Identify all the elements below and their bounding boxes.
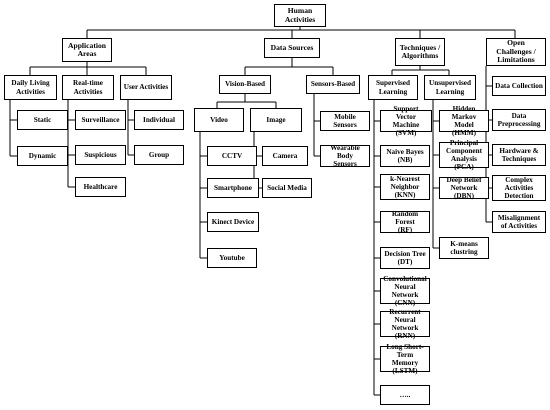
supervised-item: Long Short- Term Memory (LSTM) (380, 343, 430, 375)
sensors-item: Wearable Body Sensors (320, 144, 370, 168)
challenge-item: Data Collection (492, 76, 546, 96)
challenges-node: Open Challenges / Limitations (486, 38, 546, 66)
supervised-item: Decision Tree (DT) (380, 247, 430, 269)
supervised-item: Naive Bayes (NB) (380, 145, 430, 167)
sensors-item: Mobile Sensors (320, 111, 370, 131)
unsupervised-item: K-means clustring (439, 237, 489, 259)
user-activities-node: User Activities (120, 75, 172, 100)
supervised-item: Convolutional Neural Network (CNN) (380, 275, 430, 307)
supervised-item: k-Nearest Neighbor (KNN) (380, 174, 430, 200)
video-item: Kinect Device (207, 212, 259, 232)
video-item: Youtube (207, 248, 257, 268)
daily-living-node: Daily Living Activities (4, 75, 57, 100)
realtime-item: Healthcare (75, 177, 126, 197)
sensors-based-node: Sensors-Based (306, 75, 360, 94)
challenge-item: Misalignment of Activities (492, 211, 546, 233)
vision-based-node: Vision-Based (219, 75, 271, 94)
techniques-node: Techniques / Algorithms (395, 38, 445, 66)
unsupervised-item: Deep Belief Network (DBN) (439, 176, 489, 200)
daily-living-item: Dynamic (17, 146, 68, 166)
video-item: CCTV (207, 146, 257, 166)
supervised-item: Recurrent Neural Network (RNN) (380, 308, 430, 340)
realtime-item: Suspicious (75, 145, 126, 165)
root-node: Human Activities (274, 4, 326, 27)
video-node: Video (194, 108, 244, 132)
supervised-item: ….. (380, 385, 430, 405)
user-activities-item: Group (134, 145, 184, 165)
data-sources-node: Data Sources (264, 38, 320, 58)
image-node: Image (250, 108, 302, 132)
realtime-item: Surveillance (75, 110, 126, 130)
video-item: Smartphone (207, 178, 259, 198)
application-areas-node: Application Areas (62, 38, 112, 62)
image-item: Camera (262, 146, 308, 166)
supervised-node: Supervised Learning (368, 75, 418, 100)
image-item: Social Media (262, 178, 312, 198)
unsupervised-item: Hidden Markov Model (HMM) (439, 105, 489, 137)
realtime-node: Real-time Activities (62, 75, 114, 100)
user-activities-item: Individual (134, 110, 184, 130)
challenge-item: Hardware & Techniques (492, 144, 546, 166)
unsupervised-item: Principal Component Analysis (PCA) (439, 139, 489, 171)
supervised-item: Random Forest (RF) (380, 210, 430, 234)
challenge-item: Complex Activities Detection (492, 175, 546, 201)
supervised-item: Support Vector Machine (SVM) (380, 105, 432, 137)
challenge-item: Data Preprocessing (492, 109, 546, 131)
unsupervised-node: Unsupervised Learning (424, 75, 476, 100)
daily-living-item: Static (17, 110, 68, 130)
